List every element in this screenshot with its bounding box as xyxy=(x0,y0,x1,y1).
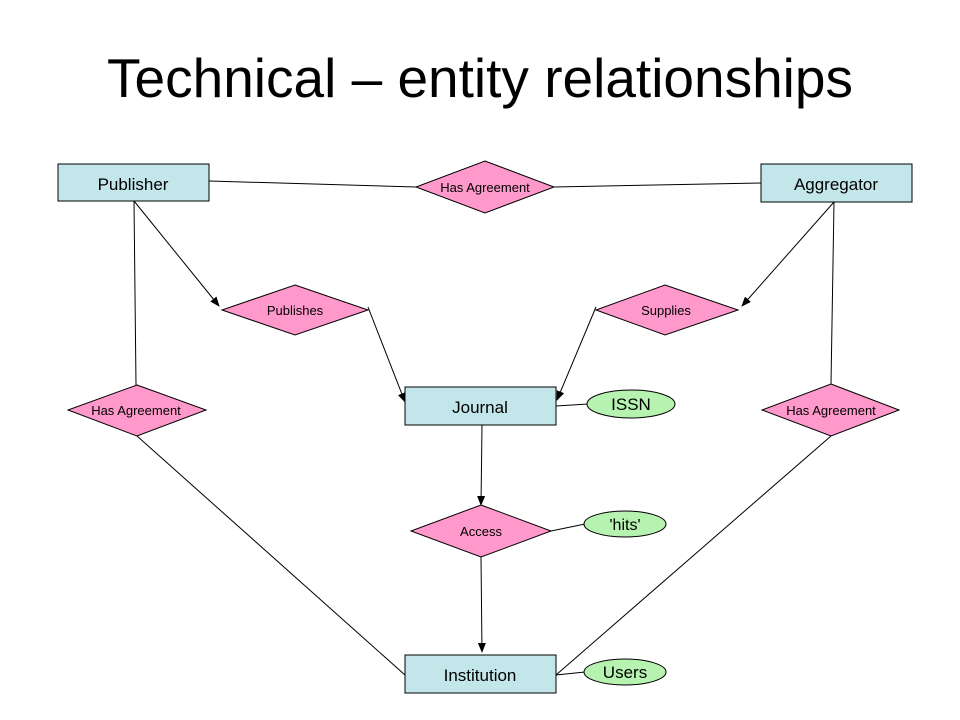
arrow-supplies-journal xyxy=(556,306,597,401)
arrow-journal-access xyxy=(477,424,486,506)
entity-box xyxy=(404,654,557,694)
entity-box xyxy=(404,386,557,426)
attribute-label: ISSN xyxy=(611,395,651,414)
connector-right-agreement-institution xyxy=(555,435,832,676)
attribute-label: 'hits' xyxy=(609,517,640,534)
entity-aggregator: Aggregator xyxy=(760,163,913,203)
attribute-label: Users xyxy=(603,663,647,682)
relationship-access: Access xyxy=(409,504,553,558)
connector-publisher-left-agreement xyxy=(133,200,137,386)
connector-access-hits xyxy=(550,523,586,532)
relationship-label: Has Agreement xyxy=(440,180,530,195)
connectors xyxy=(133,180,835,676)
entity-publisher: Publisher xyxy=(57,163,210,202)
arrow-publishes-journal xyxy=(367,306,406,403)
relationship-diamond xyxy=(409,504,553,558)
attribute-hits: 'hits' xyxy=(583,510,667,538)
arrow-access-institution xyxy=(477,556,486,653)
relationship-label: Supplies xyxy=(641,303,691,318)
entity-box xyxy=(57,163,210,202)
attribute-ellipse xyxy=(583,510,667,538)
relationship-supplies: Supplies xyxy=(594,284,740,336)
entity-label: Publisher xyxy=(98,175,169,194)
entity-label: Journal xyxy=(452,398,508,417)
attribute-ellipse xyxy=(586,389,676,419)
entity-label: Aggregator xyxy=(794,175,878,194)
arrow-publisher-publishes xyxy=(133,200,220,307)
entity-label: Institution xyxy=(444,666,517,685)
connector-publisher-agreement xyxy=(208,180,417,188)
connector-agreement-aggregator xyxy=(553,182,762,188)
arrow-aggregator-supplies xyxy=(741,201,835,307)
entity-box xyxy=(760,163,913,203)
relationship-diamond xyxy=(760,383,901,437)
relationship-label: Has Agreement xyxy=(786,403,876,418)
relationship-diamond xyxy=(220,284,370,336)
relationship-has-agreement-left: Has Agreement xyxy=(66,384,208,437)
relationship-has-agreement-top: Has Agreement xyxy=(414,160,556,214)
relationship-label: Has Agreement xyxy=(91,403,181,418)
relationship-publishes: Publishes xyxy=(220,284,370,336)
relationship-label: Access xyxy=(460,524,502,539)
connector-aggregator-right-agreement xyxy=(830,201,835,385)
relationship-diamond xyxy=(414,160,556,214)
relationship-label: Publishes xyxy=(267,303,324,318)
entity-journal: Journal xyxy=(404,386,557,426)
relationship-has-agreement-right: Has Agreement xyxy=(760,383,901,437)
connector-institution-users xyxy=(555,671,586,676)
attribute-issn: ISSN xyxy=(586,389,676,419)
slide-title: Technical – entity relationships xyxy=(107,47,853,109)
connector-journal-issn xyxy=(555,403,589,407)
relationship-diamond xyxy=(66,384,208,437)
connector-left-agreement-institution xyxy=(136,435,406,676)
relationship-diamond xyxy=(594,284,740,336)
attribute-ellipse xyxy=(583,658,667,686)
entity-institution: Institution xyxy=(404,654,557,694)
attribute-users: Users xyxy=(583,658,667,686)
